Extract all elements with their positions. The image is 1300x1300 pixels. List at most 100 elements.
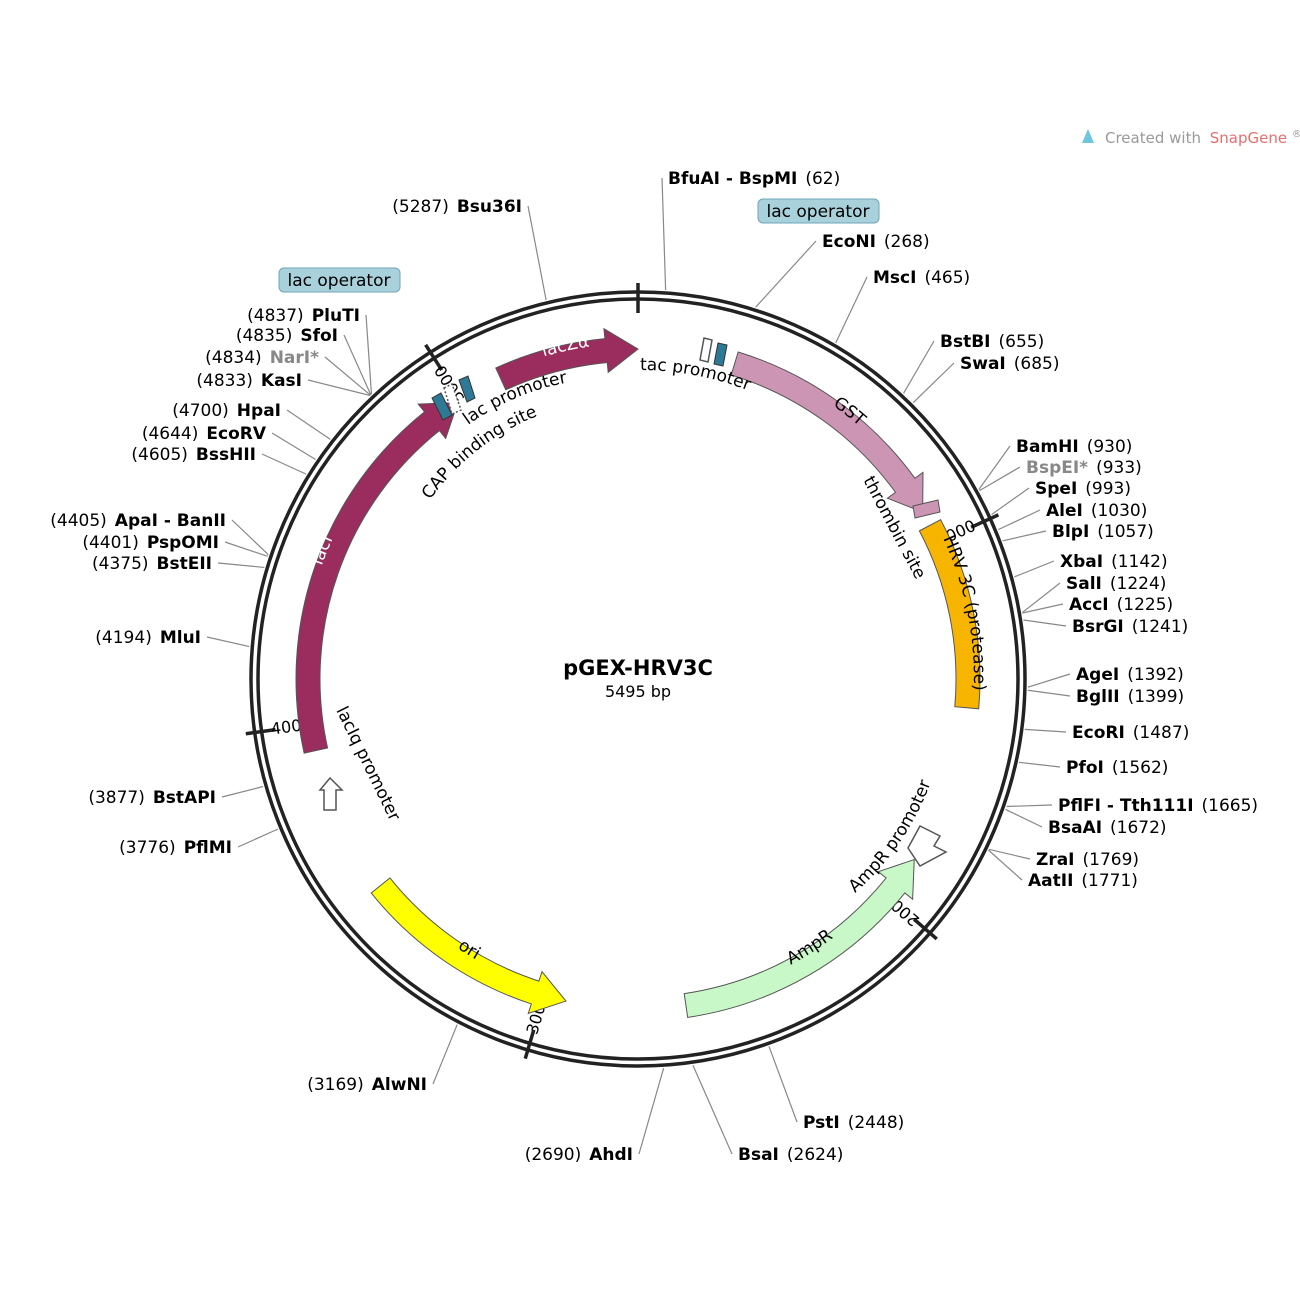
site-leader [527,205,547,301]
restriction-site: (4837)PluTI [247,306,360,326]
site-leader [1014,560,1055,578]
restriction-site: AccI(1225) [1069,595,1173,615]
lac-operator-top-label: lac operator [757,198,880,224]
restriction-site: (4605)BssHII [131,445,256,465]
site-leader [324,356,371,396]
tac-promoter-icon [699,337,713,363]
site-leader [978,445,1011,490]
site-leader [1027,673,1071,688]
site-leader [1006,804,1053,808]
site-leader [1022,603,1064,614]
restriction-site: (3169)AlwNI [307,1075,427,1095]
feature-ampr [683,858,915,1018]
restriction-site: BstBI(655) [940,332,1044,352]
leader-lines [206,177,1071,1155]
site-leader [224,541,268,557]
site-leader [988,848,1031,860]
restriction-site: ZraI(1769) [1036,850,1139,870]
lac-operator-icon-1 [458,375,476,403]
site-leader [1018,761,1061,768]
restriction-site: SpeI(993) [1035,479,1131,499]
restriction-site: PfoI(1562) [1066,758,1168,778]
brand-mark: ® [1292,129,1300,140]
restriction-site: (4835)SfoI [236,326,338,346]
restriction-site: BglII(1399) [1076,687,1184,707]
site-leader [286,409,331,440]
laciq-promoter-label: lacIq promoter [332,703,405,824]
tick-mark [912,917,938,941]
site-leader [231,519,269,556]
restriction-site: BfuAI - BspMI(62) [668,169,840,189]
site-leader [343,334,372,396]
lac-region [431,375,476,421]
snapgene-logo-icon [1082,129,1094,143]
restriction-site: BamHI(930) [1016,437,1132,457]
ampr-promoter-icon [907,825,948,867]
site-leader [692,1064,733,1155]
tick-mark [245,727,276,736]
snapgene-branding: Created with SnapGene ® [1082,129,1300,147]
restriction-site: (5287)Bsu36I [392,197,522,217]
restriction-site: PflFI - Tth111I(1665) [1058,796,1258,816]
site-leader [237,828,279,848]
tac-region [699,337,728,367]
restriction-site: (3776)PflMI [119,838,232,858]
created-with-text: Created with [1105,129,1201,147]
sites-layer: BfuAI - BspMI(62)EcoNI(268)MscI(465)BstB… [50,169,1258,1165]
restriction-site: BlpI(1057) [1052,522,1154,542]
restriction-site: (3877)BstAPI [88,788,216,808]
site-leader [991,487,1030,516]
site-leader [206,636,250,648]
site-leader [217,562,265,569]
site-leader [988,849,1023,881]
site-leader [432,1024,458,1085]
site-leader [835,276,868,344]
site-leader [1023,619,1067,627]
site-leader [307,379,371,397]
plasmid-length: 5495 bp [605,682,671,701]
restriction-site: (2690)AhdI [525,1145,633,1165]
cap-site-icon [431,392,453,421]
restriction-site: (4644)EcoRV [142,424,267,444]
site-leader [221,785,264,798]
site-leader [755,240,817,308]
lac-promoter-icon [443,382,462,416]
thrombin-site-icon [912,499,941,519]
site-leader [261,453,307,475]
tick-mark [970,513,1000,529]
site-leader [365,314,373,395]
site-leader [912,362,955,404]
restriction-site: (4833)KasI [196,371,302,391]
restriction-site: EcoRI(1487) [1072,723,1189,743]
svg-text:Created with SnapGene: Created with SnapGene ® [1105,129,1300,147]
restriction-site: XbaI(1142) [1060,552,1168,572]
restriction-site: (4375)BstEII [92,554,212,574]
site-leader [998,509,1041,531]
restriction-site: (4700)HpaI [172,401,281,421]
restriction-site: BsaAI(1672) [1048,818,1167,838]
restriction-site: AgeI(1392) [1076,665,1184,685]
site-leader [1024,728,1067,733]
laciq-promoter-icon [318,776,344,811]
tick-mark [523,1029,536,1060]
restriction-site: SalI(1224) [1066,574,1166,594]
site-leader [1021,582,1061,614]
restriction-site: BsaI(2624) [738,1145,843,1165]
restriction-site: BsrGI(1241) [1072,617,1188,637]
restriction-site: BspEI*(933) [1026,458,1142,478]
restriction-site: (4405)ApaI - BanII [50,511,226,531]
site-leader [768,1046,798,1123]
feature-lacz- [495,327,639,391]
site-leader [1027,689,1071,697]
restriction-site: AleI(1030) [1046,501,1147,521]
restriction-site: MscI(465) [873,268,970,288]
restriction-site: PstI(2448) [803,1113,904,1133]
site-leader [661,177,667,290]
tac-operator-icon [713,342,728,367]
svg-text:lac operator: lac operator [287,271,390,291]
site-leader [1002,530,1047,542]
site-leader [638,1067,665,1155]
lac-operator-left-label: lac operator [278,267,401,293]
site-leader [903,340,935,394]
